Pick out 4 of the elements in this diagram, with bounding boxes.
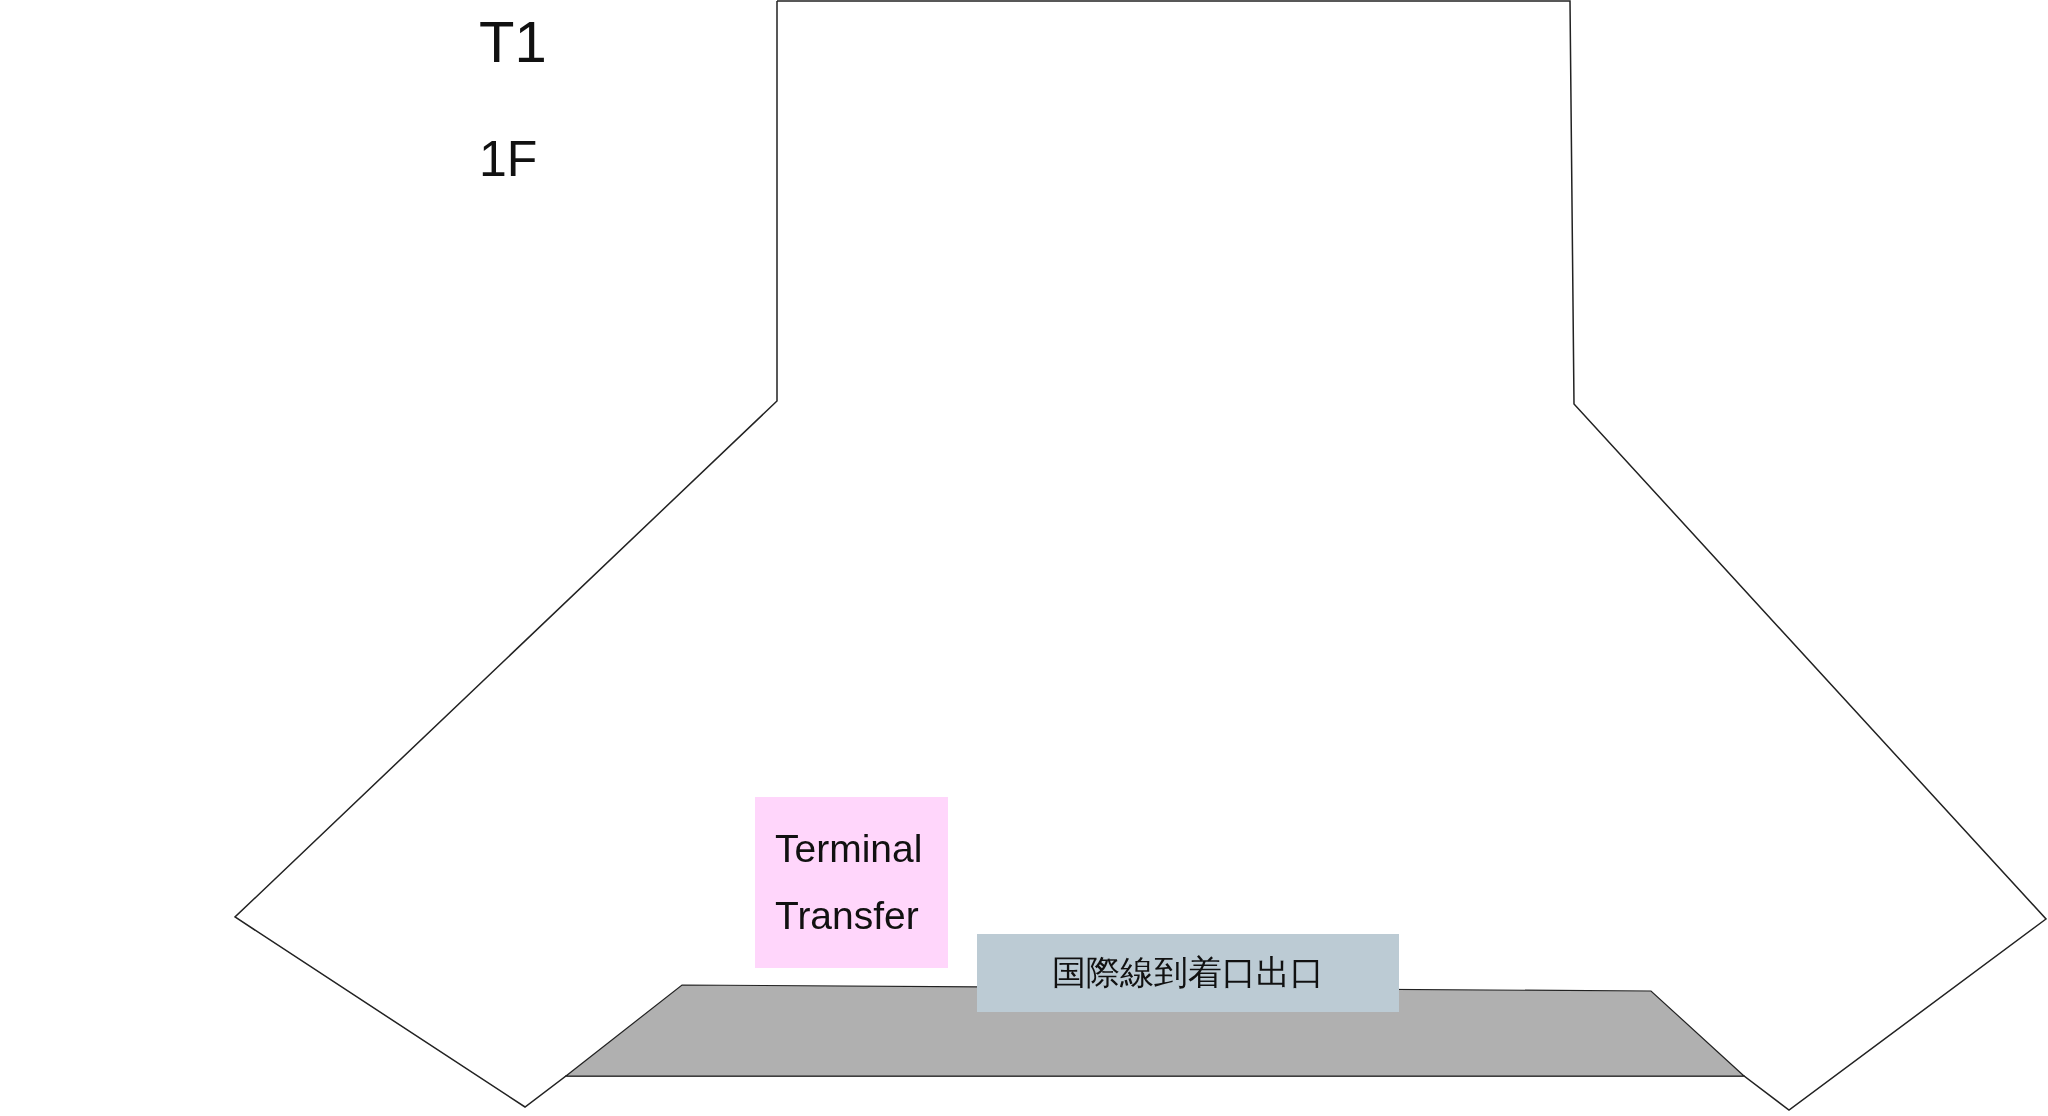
arrival-exit-box: 国際線到着口出口	[977, 934, 1399, 1012]
transfer-area-box: Terminal Transfer	[755, 797, 948, 968]
terminal-label: T1	[479, 8, 547, 75]
floor-label: 1F	[479, 130, 538, 188]
